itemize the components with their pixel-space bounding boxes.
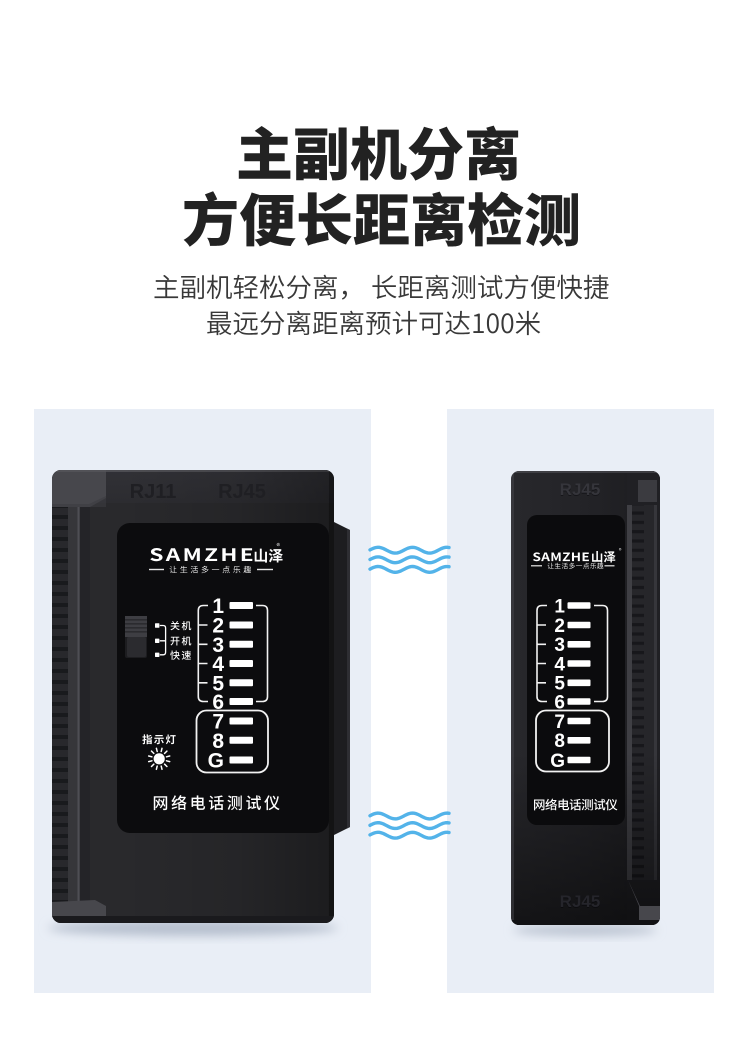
svg-text:RJ11: RJ11: [130, 481, 177, 503]
svg-text:2: 2: [212, 615, 224, 638]
svg-text:8: 8: [212, 730, 224, 753]
svg-text:5: 5: [212, 672, 224, 695]
svg-text:1: 1: [212, 595, 224, 618]
svg-text:RJ45: RJ45: [218, 481, 266, 503]
svg-text:6: 6: [554, 692, 565, 713]
svg-text:8: 8: [554, 731, 565, 752]
svg-text:3: 3: [212, 634, 224, 657]
svg-text:G: G: [550, 751, 565, 772]
svg-text:RJ45: RJ45: [560, 892, 601, 911]
svg-text:4: 4: [554, 654, 565, 675]
svg-text:RJ45: RJ45: [560, 893, 601, 912]
svg-text:6: 6: [212, 691, 224, 714]
svg-text:3: 3: [554, 635, 565, 656]
svg-text:5: 5: [554, 674, 565, 695]
svg-text:RJ45: RJ45: [560, 480, 601, 499]
svg-text:1: 1: [554, 596, 565, 617]
svg-text:4: 4: [212, 653, 224, 676]
svg-text:7: 7: [212, 711, 224, 734]
svg-text:G: G: [208, 750, 224, 773]
svg-text:2: 2: [554, 616, 565, 637]
svg-text:7: 7: [554, 712, 565, 733]
svg-text:RJ45: RJ45: [560, 481, 601, 500]
